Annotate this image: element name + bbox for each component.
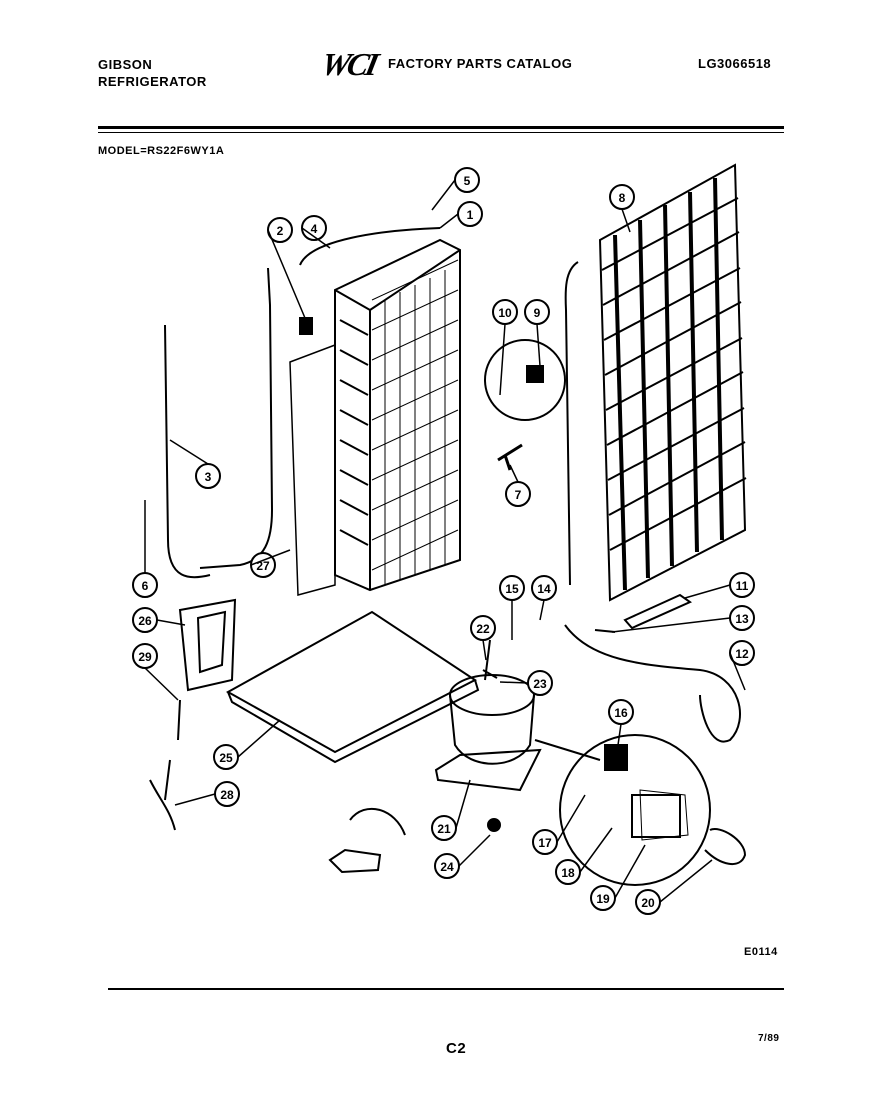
footer-rule — [108, 988, 784, 990]
svg-text:22: 22 — [476, 622, 490, 636]
callout-29: 29 — [132, 643, 158, 669]
brand-name: GIBSON — [98, 57, 153, 72]
callout-23: 23 — [527, 670, 553, 696]
svg-text:9: 9 — [534, 306, 541, 320]
svg-text:19: 19 — [596, 892, 610, 906]
leader-lines — [144, 179, 746, 903]
svg-text:10: 10 — [498, 306, 512, 320]
drawing-lines — [149, 163, 747, 886]
callout-17: 17 — [532, 829, 558, 855]
svg-text:20: 20 — [641, 896, 655, 910]
callout-15: 15 — [499, 575, 525, 601]
svg-text:8: 8 — [619, 191, 626, 205]
callout-1: 1 — [457, 201, 483, 227]
svg-text:15: 15 — [505, 582, 519, 596]
svg-text:28: 28 — [220, 788, 234, 802]
svg-text:16: 16 — [614, 706, 628, 720]
callout-21: 21 — [431, 815, 457, 841]
svg-text:14: 14 — [537, 582, 551, 596]
product-type: REFRIGERATOR — [98, 74, 207, 89]
callout-9: 9 — [524, 299, 550, 325]
svg-text:2: 2 — [277, 224, 284, 238]
svg-text:17: 17 — [538, 836, 552, 850]
callout-26: 26 — [132, 607, 158, 633]
svg-text:23: 23 — [533, 677, 547, 691]
insulation-panel — [289, 343, 336, 596]
brand-block: GIBSON REFRIGERATOR — [98, 56, 207, 90]
callout-3: 3 — [195, 463, 221, 489]
callout-6: 6 — [132, 572, 158, 598]
svg-text:25: 25 — [219, 751, 233, 765]
svg-text:3: 3 — [205, 470, 212, 484]
callout-11: 11 — [729, 572, 755, 598]
callout-7: 7 — [505, 481, 531, 507]
condenser — [598, 163, 747, 602]
callout-25: 25 — [213, 744, 239, 770]
callout-22: 22 — [470, 615, 496, 641]
compressor-base — [225, 610, 477, 754]
svg-text:27: 27 — [256, 559, 270, 573]
catalog-number: LG3066518 — [698, 56, 772, 71]
callout-8: 8 — [609, 184, 635, 210]
catalog-title: FACTORY PARTS CATALOG — [388, 56, 573, 71]
svg-text:12: 12 — [735, 647, 749, 661]
header-rule-top — [98, 126, 784, 129]
svg-text:29: 29 — [138, 650, 152, 664]
header-rule-bottom — [98, 132, 784, 133]
model-number: MODEL=RS22F6WY1A — [98, 145, 225, 157]
callout-10: 10 — [492, 299, 518, 325]
svg-text:21: 21 — [437, 822, 451, 836]
svg-text:13: 13 — [735, 612, 749, 626]
page-number: C2 — [446, 1040, 467, 1057]
bracket — [178, 598, 237, 692]
svg-text:26: 26 — [138, 614, 152, 628]
figure-code: E0114 — [744, 946, 778, 958]
svg-text:24: 24 — [440, 860, 454, 874]
svg-text:5: 5 — [464, 174, 471, 188]
compressor — [449, 674, 535, 716]
svg-text:4: 4 — [311, 222, 318, 236]
callout-28: 28 — [214, 781, 240, 807]
svg-text:18: 18 — [561, 866, 575, 880]
callout-13: 13 — [729, 605, 755, 631]
callout-24: 24 — [434, 853, 460, 879]
revision-date: 7/89 — [758, 1033, 780, 1044]
callout-14: 14 — [531, 575, 557, 601]
callout-5: 5 — [454, 167, 480, 193]
svg-text:7: 7 — [515, 488, 522, 502]
callout-18: 18 — [555, 859, 581, 885]
callout-16: 16 — [608, 699, 634, 725]
callout-19: 19 — [590, 885, 616, 911]
svg-text:1: 1 — [467, 208, 474, 222]
svg-text:6: 6 — [142, 579, 149, 593]
callout-20: 20 — [635, 889, 661, 915]
svg-text:11: 11 — [736, 579, 749, 593]
